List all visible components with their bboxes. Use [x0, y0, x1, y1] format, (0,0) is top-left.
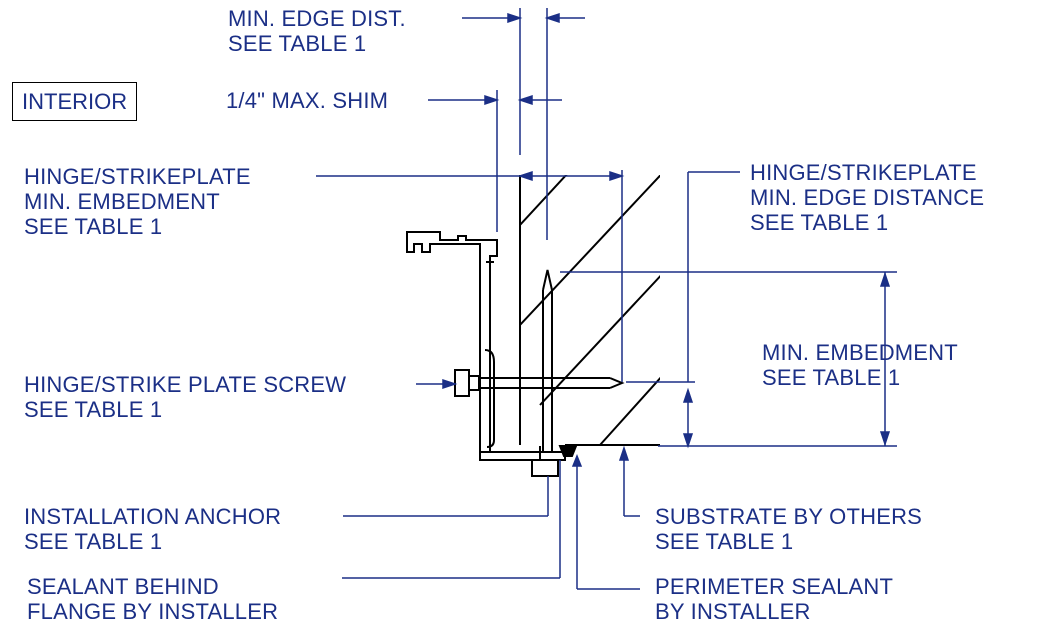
sealant-flange-line2: FLANGE BY INSTALLER: [27, 599, 279, 624]
min-embedment-line1: MIN. EMBEDMENT: [762, 340, 958, 365]
screw-line2: SEE TABLE 1: [24, 397, 163, 422]
perimeter-sealant-line1: PERIMETER SEALANT: [655, 574, 894, 599]
frame-profile: [406, 231, 566, 461]
min-embedment-label: MIN. EMBEDMENT SEE TABLE 1: [762, 340, 958, 390]
screw-label: HINGE/STRIKE PLATE SCREW SEE TABLE 1: [24, 372, 346, 422]
anchor-line1: INSTALLATION ANCHOR: [24, 504, 282, 529]
substrate-line1: SUBSTRATE BY OTHERS: [655, 504, 923, 529]
hinge-embedment-line2: MIN. EMBEDMENT: [24, 189, 220, 214]
sealant-flange-line1: SEALANT BEHIND: [27, 574, 219, 599]
substrate-hatch: [520, 175, 660, 446]
min-edge-dist-line2: SEE TABLE 1: [228, 31, 367, 56]
leader-lines: [316, 8, 897, 590]
anchor-label: INSTALLATION ANCHOR SEE TABLE 1: [24, 504, 281, 554]
min-edge-dist-label: MIN. EDGE DIST. SEE TABLE 1: [228, 6, 406, 56]
installation-anchor: [531, 446, 559, 477]
substrate-line2: SEE TABLE 1: [655, 529, 794, 554]
screw-line1: HINGE/STRIKE PLATE SCREW: [24, 372, 347, 397]
max-shim-label: 1/4" MAX. SHIM: [226, 88, 389, 113]
min-edge-dist-line1: MIN. EDGE DIST.: [228, 6, 406, 31]
hinge-edge-distance-line1: HINGE/STRIKEPLATE: [750, 160, 977, 185]
hinge-edge-distance-line2: MIN. EDGE DISTANCE: [750, 185, 985, 210]
min-embedment-line2: SEE TABLE 1: [762, 365, 901, 390]
perimeter-sealant: [558, 445, 578, 457]
substrate-label: SUBSTRATE BY OTHERS SEE TABLE 1: [655, 504, 922, 554]
anchor-line2: SEE TABLE 1: [24, 529, 163, 554]
sealant-flange-label: SEALANT BEHIND FLANGE BY INSTALLER: [27, 574, 278, 624]
interior-label: INTERIOR: [12, 82, 138, 121]
hinge-edge-distance-line3: SEE TABLE 1: [750, 210, 889, 235]
perimeter-sealant-line2: BY INSTALLER: [655, 599, 811, 624]
hinge-screw: [454, 369, 625, 397]
hinge-embedment-line1: HINGE/STRIKEPLATE: [24, 164, 251, 189]
anchor-shank: [542, 269, 553, 452]
hinge-edge-distance-label: HINGE/STRIKEPLATE MIN. EDGE DISTANCE SEE…: [750, 160, 984, 235]
hinge-embedment-line3: SEE TABLE 1: [24, 214, 163, 239]
hinge-embedment-label: HINGE/STRIKEPLATE MIN. EMBEDMENT SEE TAB…: [24, 164, 251, 239]
perimeter-sealant-label: PERIMETER SEALANT BY INSTALLER: [655, 574, 893, 624]
